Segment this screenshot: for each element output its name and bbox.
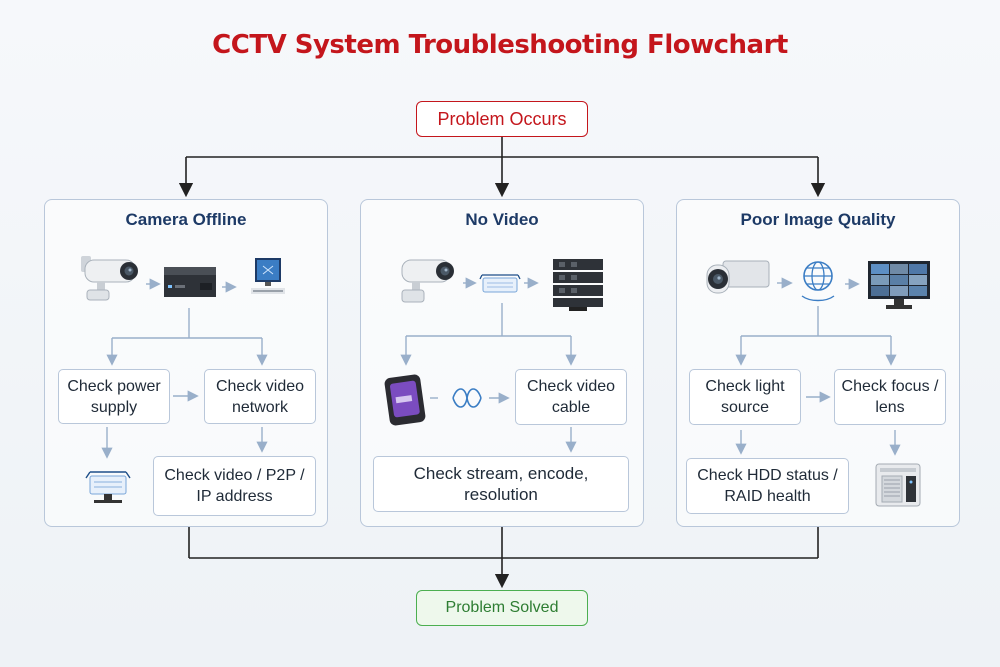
step-check-hdd-raid: Check HDD status / RAID health (686, 458, 849, 514)
dvr-recorder-icon (164, 267, 216, 297)
bullet-camera-icon (401, 259, 454, 303)
server-rack-icon (553, 259, 603, 311)
network-switch-icon (85, 471, 131, 503)
network-switch-icon (479, 274, 521, 293)
signal-icon (452, 388, 482, 408)
box-camera-icon (706, 260, 770, 294)
step-check-focus-lens: Check focus / lens (834, 369, 946, 425)
monitor-icon (251, 258, 285, 294)
branch-title: No Video (465, 210, 539, 229)
globe-icon (801, 261, 835, 302)
bullet-camera-icon (81, 256, 138, 301)
video-wall-monitor-icon (868, 261, 930, 309)
step-check-power-supply: Check power supply (58, 369, 170, 424)
step-check-video-cable: Check video cable (515, 369, 627, 425)
end-node: Problem Solved (416, 590, 588, 626)
step-check-light-source: Check light source (689, 369, 801, 425)
step-check-video-network: Check video network (204, 369, 316, 424)
mobile-phone-icon (384, 374, 426, 426)
step-check-video-p2p-ip: Check video / P2P / IP address (153, 456, 316, 516)
nas-storage-icon (875, 463, 921, 507)
page-title: CCTV System Troubleshooting Flowchart (212, 30, 788, 60)
branch-title: Poor Image Quality (740, 210, 896, 229)
branch-title: Camera Offline (125, 210, 247, 229)
step-check-stream-encode-resolution: Check stream, encode, resolution (373, 456, 629, 512)
start-node: Problem Occurs (416, 101, 588, 137)
